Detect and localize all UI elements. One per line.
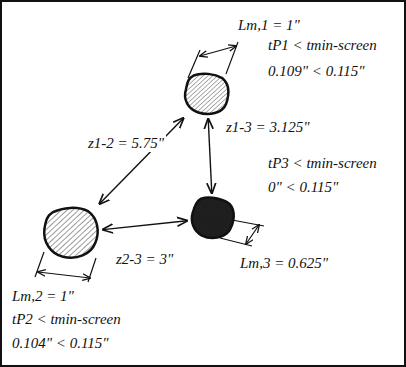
distance-connectors <box>2 2 404 365</box>
pit-note: tP1 < tmin-screen <box>268 36 377 54</box>
distance-label: z1-3 = 3.125" <box>224 118 312 136</box>
dimension-line <box>38 272 90 278</box>
pit-note: Lm,3 = 0.625" <box>240 254 328 272</box>
pit-outline <box>183 72 231 116</box>
distance-label: z1-2 = 5.75" <box>86 134 166 152</box>
pit-note: 0.104" < 0.115" <box>12 334 109 352</box>
dimension-line <box>200 46 236 56</box>
pit-note: 0.109" < 0.115" <box>268 62 365 80</box>
extension-line <box>232 220 264 226</box>
corrosion-pit: Lm,1 = 1"tP1 < tmin-screen0.109" < 0.115… <box>183 72 231 116</box>
extension-line <box>35 252 44 277</box>
pit-outline <box>190 196 236 240</box>
dimension-illustration <box>2 2 404 365</box>
pit-note: Lm,2 = 1" <box>12 287 74 305</box>
corrosion-pit: tP3 < tmin-screen0" < 0.115"Lm,3 = 0.625… <box>190 196 236 240</box>
pit-outline <box>42 206 100 260</box>
pit-note: Lm,1 = 1" <box>238 16 300 34</box>
distance-label: z2-3 = 3" <box>114 250 175 268</box>
dimension-line <box>246 225 259 244</box>
distance-line <box>100 118 184 204</box>
pit-note: tP3 < tmin-screen <box>268 154 377 172</box>
pit-note: 0" < 0.115" <box>268 178 338 196</box>
pit-note: tP2 < tmin-screen <box>12 310 121 328</box>
distance-line <box>208 119 212 193</box>
corrosion-pit: Lm,2 = 1"tP2 < tmin-screen0.104" < 0.115… <box>42 206 100 260</box>
distance-line <box>103 221 187 230</box>
